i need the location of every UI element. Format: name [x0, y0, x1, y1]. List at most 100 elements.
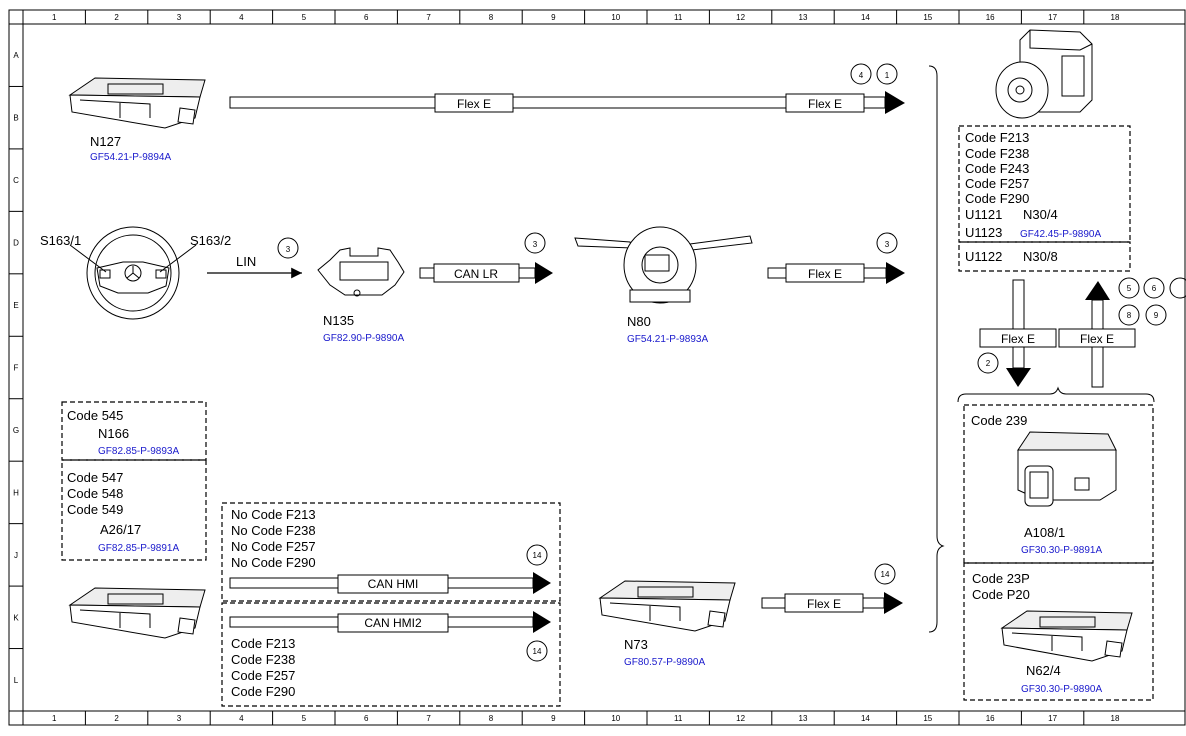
a26-17-code: Code 548 — [67, 486, 123, 501]
a26-17-ref-link[interactable]: GF82.85-P-9891A — [98, 543, 179, 554]
callout-14: 14 — [526, 640, 548, 662]
grid-column-label: 1 — [52, 714, 57, 723]
n80-label: N80 — [627, 314, 651, 329]
svg-text:3: 3 — [533, 240, 538, 249]
n30-8-label: N30/8 — [1023, 249, 1058, 264]
n166-a26-module-icon — [68, 587, 206, 639]
a26-17-code: Code 549 — [67, 502, 123, 517]
callout-4: 4 — [850, 63, 872, 85]
hmi2-code: Code F213 — [231, 636, 295, 651]
grid-row-label: F — [14, 364, 19, 373]
callout-3: 3 — [277, 237, 299, 259]
lower-right-brace — [957, 386, 1155, 403]
n30-code: Code F213 — [965, 130, 1029, 145]
can-hmi2-bus — [229, 611, 551, 633]
grid-column-label: 4 — [239, 13, 244, 22]
bus-label-flex-e: Flex E — [808, 267, 842, 281]
callout-6: 6 — [1143, 277, 1165, 299]
n127-label: N127 — [90, 134, 121, 149]
a26-17-code-box — [61, 459, 207, 561]
grid-column-label: 1 — [52, 13, 57, 22]
n127-flex-e-bus — [229, 91, 905, 114]
grid-column-label: 13 — [799, 13, 808, 22]
grid-column-label: 17 — [1048, 13, 1057, 22]
n73-module-icon — [598, 580, 736, 632]
a108-1-label: A108/1 — [1024, 525, 1065, 540]
grid-column-label: 7 — [426, 714, 431, 723]
n73-flex-e-bus — [761, 592, 903, 614]
grid-row-label: E — [13, 301, 18, 310]
callout-14: 14 — [526, 544, 548, 566]
n127-ref-link[interactable]: GF54.21-P-9894A — [90, 152, 171, 163]
n80-ref-link[interactable]: GF54.21-P-9893A — [627, 334, 708, 345]
n30-code: Code F257 — [965, 176, 1029, 191]
callout-9: 9 — [1145, 304, 1167, 326]
grid-column-label: 5 — [302, 13, 307, 22]
hmi-no-code: No Code F238 — [231, 523, 316, 538]
right-brace — [928, 65, 945, 633]
n80-flex-e-bus — [767, 262, 905, 284]
bus-label-flex-e: Flex E — [808, 97, 842, 111]
grid-column-label: 15 — [923, 714, 932, 723]
callout-2: 2 — [977, 352, 999, 374]
u1122-label: U1122 — [965, 249, 1002, 264]
hmi2-code: Code F257 — [231, 668, 295, 683]
n62-4-module-icon — [1000, 610, 1133, 662]
grid-column-label: 7 — [426, 13, 431, 22]
n30-code: Code F238 — [965, 146, 1029, 161]
n30-code-box — [958, 125, 1131, 243]
svg-text:14: 14 — [533, 551, 542, 560]
grid-column-label: 3 — [177, 13, 182, 22]
grid-row-label: C — [13, 176, 19, 185]
n127-module-icon — [68, 77, 206, 129]
grid-column-label: 9 — [551, 13, 556, 22]
svg-text:2: 2 — [986, 359, 991, 368]
a26-17-label: A26/17 — [100, 522, 141, 537]
grid-column-label: 18 — [1111, 714, 1120, 723]
u1122-code-box — [958, 241, 1131, 272]
a108-1-code: Code 239 — [971, 413, 1027, 428]
svg-text:3: 3 — [286, 245, 291, 254]
can-lr-bus — [419, 262, 553, 284]
n30-ref-link[interactable]: GF42.45-P-9890A — [1020, 229, 1101, 240]
svg-text:5: 5 — [1127, 284, 1132, 293]
a108-1-code-box — [963, 404, 1154, 564]
n62-4-code: Code P20 — [972, 587, 1030, 602]
svg-text:6: 6 — [1152, 284, 1157, 293]
can-hmi-no-code-box — [221, 502, 561, 602]
svg-text:1: 1 — [885, 71, 890, 80]
n166-ref-link[interactable]: GF82.85-P-9893A — [98, 446, 179, 457]
callout-3: 3 — [524, 232, 546, 254]
grid-column-label: 12 — [736, 714, 745, 723]
callout-3: 3 — [876, 232, 898, 254]
n135-label: N135 — [323, 313, 354, 328]
n62-4-ref-link[interactable]: GF30.30-P-9890A — [1021, 684, 1102, 695]
a108-1-module-icon — [1017, 431, 1117, 507]
bus-label-can-lr: CAN LR — [454, 267, 498, 281]
n73-ref-link[interactable]: GF80.57-P-9890A — [624, 657, 705, 668]
callout-5: 5 — [1118, 277, 1140, 299]
grid-row-label: D — [13, 239, 19, 248]
grid-column-label: 8 — [489, 13, 494, 22]
grid-row-label: K — [13, 613, 19, 622]
callout-clipped — [1169, 277, 1186, 299]
grid-column-label: 15 — [923, 13, 932, 22]
grid-column-label: 10 — [611, 13, 620, 22]
hmi2-code: Code F290 — [231, 684, 295, 699]
callout-14: 14 — [874, 563, 896, 585]
a108-1-ref-link[interactable]: GF30.30-P-9891A — [1021, 545, 1102, 556]
s163-2-label: S163/2 — [190, 233, 231, 248]
hmi-no-code: No Code F257 — [231, 539, 316, 554]
n62-4-code: Code 23P — [972, 571, 1030, 586]
bus-label-flex-e: Flex E — [1080, 332, 1114, 346]
svg-text:14: 14 — [881, 570, 890, 579]
bus-label-lin: LIN — [236, 254, 256, 269]
grid-column-label: 10 — [611, 714, 620, 723]
n135-ref-link[interactable]: GF82.90-P-9890A — [323, 333, 404, 344]
grid-column-label: 2 — [114, 13, 119, 22]
u1123-label: U1123 — [965, 225, 1002, 240]
svg-text:14: 14 — [533, 647, 542, 656]
bus-label-flex-e: Flex E — [1001, 332, 1035, 346]
grid-row-label: H — [13, 488, 19, 497]
